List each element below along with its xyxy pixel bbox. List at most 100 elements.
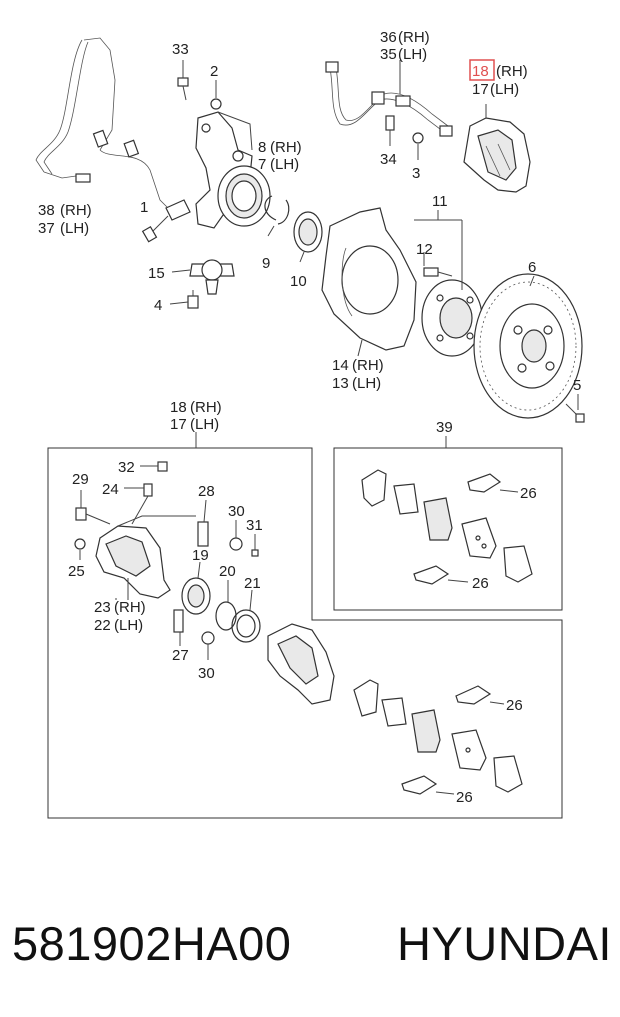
callout-26b: 26 xyxy=(472,575,489,592)
callout-17b: 17 xyxy=(170,416,187,433)
callout-28: 28 xyxy=(198,483,215,500)
callout-27: 27 xyxy=(172,647,189,664)
callout-35: 35 xyxy=(380,46,397,63)
wheel-bearing xyxy=(293,211,323,263)
side-rh: (RH) xyxy=(60,202,92,219)
nut-2 xyxy=(210,98,222,110)
callout-14: 14 xyxy=(332,357,349,374)
side-rh: (RH) xyxy=(190,399,222,416)
hose-bolt-34 xyxy=(385,115,395,146)
side-lh: (LH) xyxy=(398,46,427,63)
callout-17: 17 xyxy=(472,81,489,98)
callout-23: 23 xyxy=(94,599,111,616)
side-rh: (RH) xyxy=(114,599,146,616)
pad-kit-callouts-lower: 26 26 xyxy=(456,697,523,806)
callout-24: 24 xyxy=(102,481,119,498)
lower-ball-joint xyxy=(171,259,235,295)
callout-39: 39 xyxy=(436,419,453,436)
callout-5: 5 xyxy=(573,377,581,394)
piston-seal xyxy=(215,580,237,631)
callout-25: 25 xyxy=(68,563,85,580)
bleeder-cap xyxy=(140,461,168,472)
guide-pin-28 xyxy=(197,499,209,547)
side-rh: (RH) xyxy=(398,29,430,46)
caliper-bolt-29 xyxy=(75,490,111,525)
callout-26a: 26 xyxy=(520,485,537,502)
side-lh: (LH) xyxy=(352,375,381,392)
callout-15: 15 xyxy=(148,265,165,282)
callout-2: 2 xyxy=(210,63,218,80)
callout-20: 20 xyxy=(219,563,236,580)
brake-assembly-exploded-diagram: 38 (RH) 37 (LH) 1 33 2 8 (RH) 7 (LH) 9 1… xyxy=(35,29,585,819)
callout-13: 13 xyxy=(332,375,349,392)
callout-8: 8 xyxy=(258,139,266,156)
callout-38: 38 xyxy=(38,202,55,219)
caliper-carrier xyxy=(267,623,335,705)
callout-18b: 18 xyxy=(170,399,187,416)
callout-6: 6 xyxy=(528,259,536,276)
wheel-hub xyxy=(421,279,483,357)
bushing-25 xyxy=(74,538,86,560)
piston-boot xyxy=(231,589,261,643)
side-rh: (RH) xyxy=(352,357,384,374)
steering-knuckle xyxy=(195,111,271,229)
bolt-33 xyxy=(177,77,189,101)
callout-26c: 26 xyxy=(506,697,523,714)
boot-30 xyxy=(229,520,243,551)
callout-19: 19 xyxy=(192,547,209,564)
callout-21: 21 xyxy=(244,575,261,592)
callout-26d: 26 xyxy=(456,789,473,806)
callout-18: 18 xyxy=(472,63,489,80)
callout-36: 36 xyxy=(380,29,397,46)
wheel-speed-sensor xyxy=(141,199,191,243)
hub-bolt xyxy=(423,267,453,277)
callout-30b: 30 xyxy=(198,665,215,682)
brake-dust-shield xyxy=(321,207,417,357)
caliper-body xyxy=(95,515,196,600)
callout-1: 1 xyxy=(140,199,148,216)
brake-hose xyxy=(325,60,453,137)
highlight-18 xyxy=(469,59,495,81)
side-rh: (RH) xyxy=(496,63,528,80)
box-callouts: 18 (RH) 17 (LH) 39 xyxy=(170,399,453,436)
callout-30: 30 xyxy=(228,503,245,520)
bleeder-screw xyxy=(124,483,153,525)
top-callouts: 38 (RH) 37 (LH) 1 33 2 8 (RH) 7 (LH) 9 1… xyxy=(38,29,581,394)
side-lh: (LH) xyxy=(490,81,519,98)
callout-22: 22 xyxy=(94,617,111,634)
callout-34: 34 xyxy=(380,151,397,168)
brake-disc xyxy=(473,273,583,419)
washer-3 xyxy=(412,132,424,160)
part-caption: 581902HA00 HYUNDAI xyxy=(12,908,612,978)
callout-33: 33 xyxy=(172,41,189,58)
brand-name: HYUNDAI xyxy=(396,916,612,970)
side-lh: (LH) xyxy=(114,617,143,634)
pad-kit-frame xyxy=(333,447,563,611)
snap-ring xyxy=(264,195,290,237)
callout-31: 31 xyxy=(246,517,263,534)
kit-callouts: 32 29 24 28 30 31 25 19 20 21 23 (RH) 22… xyxy=(68,459,263,682)
caliper-kit-frame xyxy=(47,447,563,819)
callout-10: 10 xyxy=(290,273,307,290)
washer-30b xyxy=(201,631,215,660)
side-lh: (LH) xyxy=(190,416,219,433)
callout-9: 9 xyxy=(262,255,270,272)
disc-screw xyxy=(565,394,585,423)
nut-31 xyxy=(251,534,259,557)
side-rh: (RH) xyxy=(270,139,302,156)
callout-7: 7 xyxy=(258,156,266,173)
pad-kit-39 xyxy=(361,469,533,585)
pad-kit-lower xyxy=(353,679,523,795)
front-caliper-assembly xyxy=(463,104,531,193)
callout-3: 3 xyxy=(412,165,420,182)
callout-11: 11 xyxy=(432,193,448,210)
guide-bolt-27 xyxy=(173,609,184,646)
callout-37: 37 xyxy=(38,220,55,237)
bolt-4 xyxy=(169,290,199,309)
piston xyxy=(181,561,211,615)
callout-32: 32 xyxy=(118,459,135,476)
side-lh: (LH) xyxy=(60,220,89,237)
callout-12: 12 xyxy=(416,241,433,258)
callout-4: 4 xyxy=(154,297,162,314)
part-number: 581902HA00 xyxy=(12,916,292,970)
